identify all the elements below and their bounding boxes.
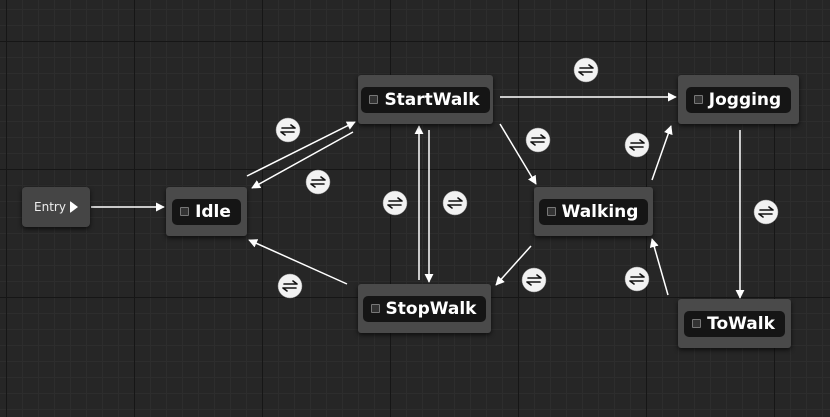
state-node-stopwalk[interactable]: StopWalk [358, 284, 491, 333]
state-label: Walking [561, 201, 639, 222]
state-icon [180, 207, 190, 216]
state-node-idle-body: Idle [172, 198, 241, 225]
transition-rule-icon[interactable] [382, 190, 408, 216]
wire-idle-startwalk[interactable] [246, 121, 356, 177]
state-node-walking-body: Walking [538, 198, 649, 225]
transition-rule-icon[interactable] [753, 199, 779, 225]
state-node-startwalk[interactable]: StartWalk [358, 75, 493, 124]
wire-startwalk-idle[interactable] [251, 131, 354, 189]
entry-label: Entry [34, 200, 66, 214]
state-label: ToWalk [707, 313, 775, 334]
state-icon [693, 95, 703, 104]
transition-rule-icon[interactable] [277, 273, 303, 299]
state-label: StopWalk [385, 298, 477, 319]
state-node-idle[interactable]: Idle [166, 187, 247, 236]
state-node-jogging-body: Jogging [685, 86, 792, 113]
state-node-walking[interactable]: Walking [534, 187, 653, 236]
entry-node[interactable]: Entry [22, 187, 90, 227]
state-label: Idle [195, 201, 231, 222]
transition-rule-icon[interactable] [525, 127, 551, 153]
transition-rule-icon[interactable] [305, 169, 331, 195]
transition-rule-icon[interactable] [624, 266, 650, 292]
state-icon [546, 207, 556, 216]
state-label: StartWalk [384, 89, 480, 110]
state-icon [692, 319, 702, 328]
transition-rule-icon[interactable] [275, 117, 301, 143]
transition-rule-icon[interactable] [521, 267, 547, 293]
wire-startwalk-walking[interactable] [499, 123, 537, 185]
transition-rule-icon[interactable] [573, 57, 599, 83]
state-node-stopwalk-body: StopWalk [362, 295, 487, 322]
transition-rule-icon[interactable] [442, 190, 468, 216]
state-node-jogging[interactable]: Jogging [678, 75, 799, 124]
wire-towalk-walking[interactable] [649, 238, 669, 296]
state-icon [370, 304, 380, 313]
state-icon [369, 95, 379, 104]
wire-walking-jogging[interactable] [651, 125, 673, 181]
state-label: Jogging [708, 89, 782, 110]
wire-walking-stopwalk[interactable] [495, 245, 532, 286]
transition-rule-icon[interactable] [624, 132, 650, 158]
wire-stopwalk-idle[interactable] [248, 239, 348, 285]
entry-output-pin-icon[interactable] [69, 201, 78, 213]
state-node-towalk[interactable]: ToWalk [678, 299, 791, 348]
state-node-towalk-body: ToWalk [684, 310, 785, 337]
state-node-startwalk-body: StartWalk [361, 86, 490, 113]
